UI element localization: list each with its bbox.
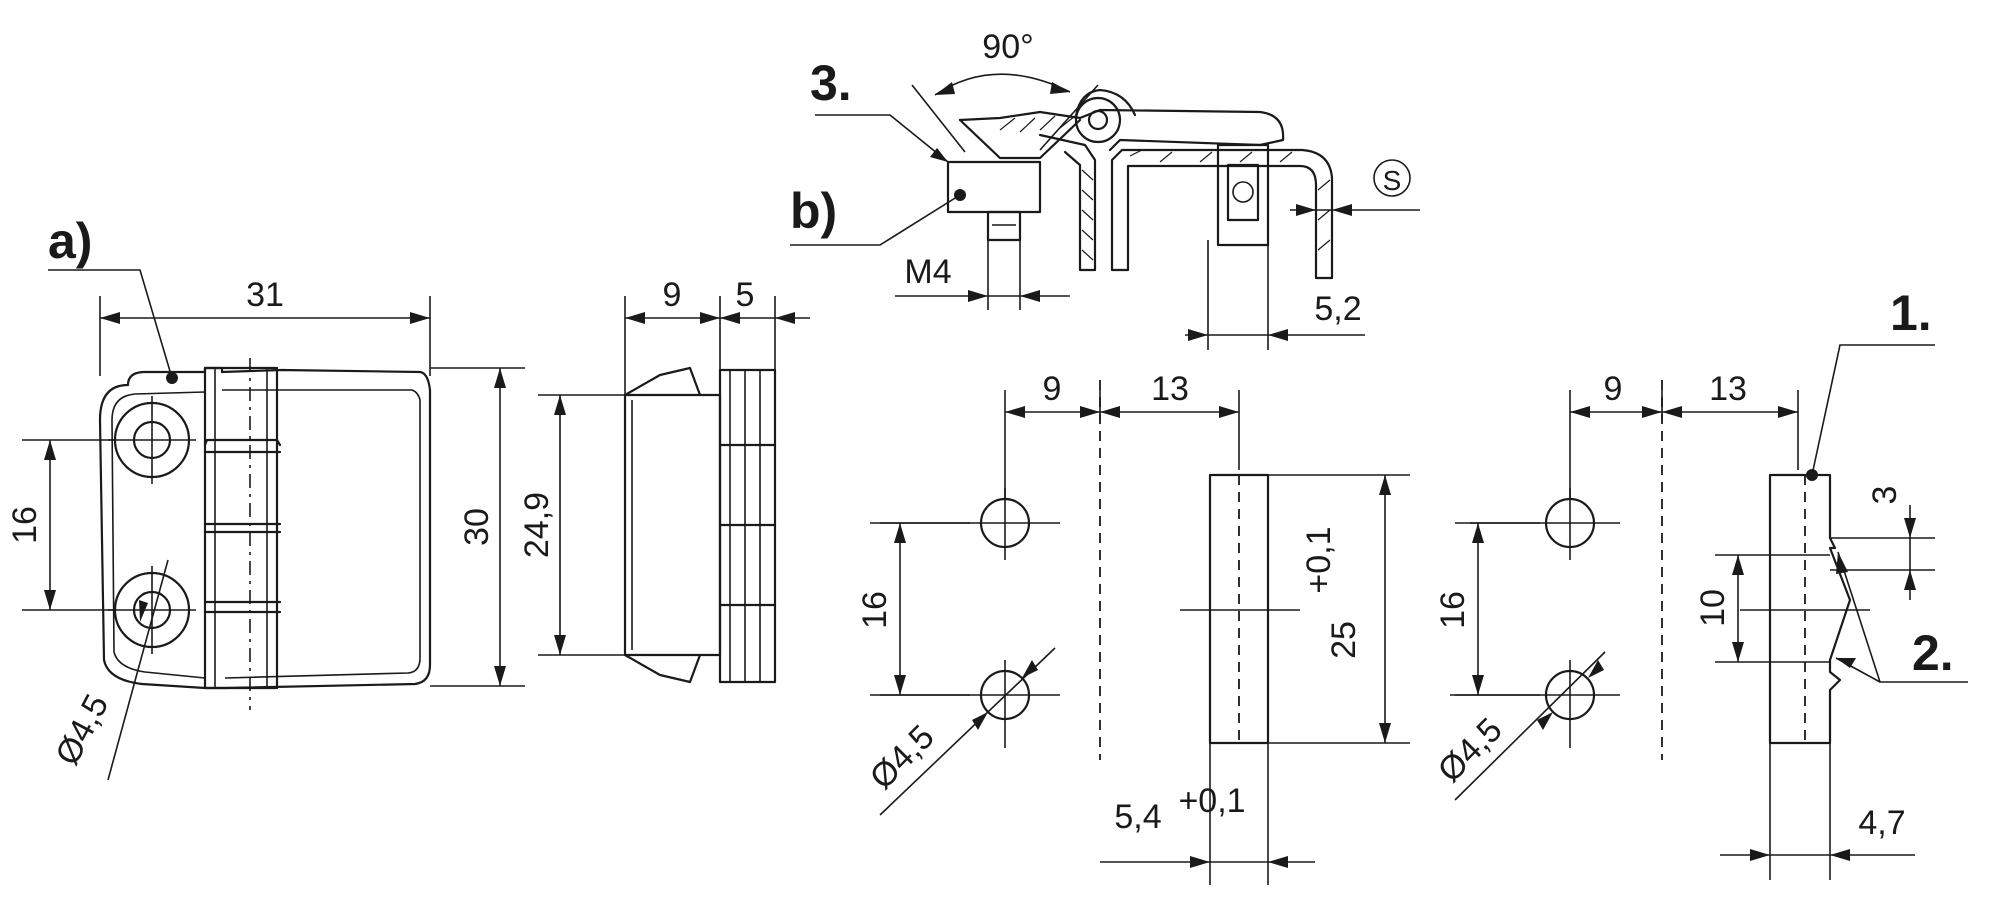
label-three: 3. <box>810 55 852 111</box>
dim-spacing-16c: 16 <box>1434 591 1472 629</box>
dim-spacing-16b: 16 <box>856 591 894 629</box>
dim-pitch-9b: 9 <box>1604 370 1623 408</box>
dim-spacing-16: 16 <box>6 506 44 544</box>
label-b: b) <box>790 183 837 239</box>
dim-width-31: 31 <box>246 276 284 314</box>
dim-hole-dia: Ø4,5 <box>48 688 116 771</box>
cutout-view-b: 9 13 16 Ø4,5 3 10 4,7 1. <box>1431 285 1968 880</box>
dim-hole-dia-b: Ø4,5 <box>863 718 942 797</box>
dim-cut-25: 25 <box>1325 621 1363 659</box>
dim-hole-dia-c: Ø4,5 <box>1431 711 1510 790</box>
dim-offset-5-2: 5,2 <box>1314 290 1361 328</box>
hinge-front-view: 31 16 30 Ø4,5 a) <box>6 213 525 781</box>
dim-depth-9: 9 <box>663 276 682 314</box>
cutout-view-a: 9 13 16 Ø4,5 25 +0,1 5,4 +0,1 <box>856 370 1410 885</box>
hinge-section-view: 90° 3. b) M4 S 5,2 <box>790 28 1420 350</box>
label-two: 2. <box>1912 625 1954 681</box>
dim-depth-5: 5 <box>736 276 755 314</box>
dim-s-symbol: S <box>1383 165 1402 196</box>
dim-height-30: 30 <box>458 508 496 546</box>
label-a: a) <box>48 213 92 269</box>
dim-cut-5-4: 5,4 <box>1114 798 1161 836</box>
dim-3: 3 <box>1866 486 1904 505</box>
dim-tol-plus-b: +0,1 <box>1178 782 1245 820</box>
dim-thread-m4: M4 <box>904 253 951 291</box>
dim-angle-90: 90° <box>982 28 1033 66</box>
hinge-side-view: 9 5 24,9 <box>518 276 810 684</box>
label-one: 1. <box>1890 285 1932 341</box>
dim-4-7: 4,7 <box>1858 804 1905 842</box>
dim-pitch-13: 13 <box>1151 370 1189 408</box>
dim-tol-plus: +0,1 <box>1300 526 1338 593</box>
dim-pitch-9: 9 <box>1043 370 1062 408</box>
dim-pitch-13b: 13 <box>1709 370 1747 408</box>
dim-10: 10 <box>1694 589 1732 627</box>
dim-body-24-9: 24,9 <box>518 492 556 558</box>
